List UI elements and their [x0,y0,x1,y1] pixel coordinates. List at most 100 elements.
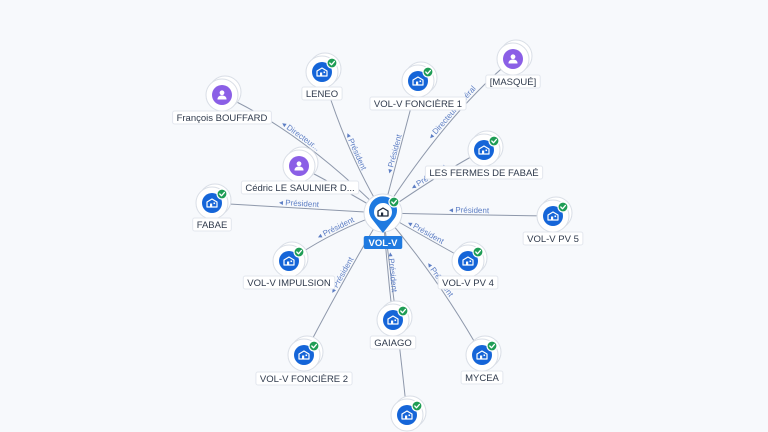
node-bottom_company[interactable] [390,395,427,432]
center-node[interactable]: VOL-V [363,193,403,249]
node-label: MYCEA [465,373,499,384]
node-label-bg [172,110,272,125]
edge-label-text: ◂ Président [406,218,446,246]
node-label-bg [192,217,232,232]
edge-label-text: ◂ Président [316,215,357,241]
nodes-layer: LENEO VOL-V FONCIÈRE 1 [MASQUÉ] François BO… [172,39,584,432]
company-avatar [279,251,299,271]
company-avatar [474,140,494,160]
node-label-bg [485,74,541,89]
verified-check-icon [411,400,423,412]
edge-label-fabae: ◂ Président [279,198,320,209]
node-cedric[interactable]: Cédric LE SAULNIER D... [240,146,360,195]
verified-check-icon [486,340,498,352]
node-volv_fonciere_1[interactable]: VOL-V FONCIÈRE 1 [369,61,467,111]
edge-label-volv_pv4: ◂ Président [406,218,446,246]
verified-check-icon [488,135,500,147]
company-avatar [408,71,428,91]
building-icon [401,410,413,420]
node-label: LES FERMES DE FABAÉ [429,168,538,179]
node-label-bg [255,371,353,386]
edge-label-volv_impulsion: ◂ Président [316,215,357,241]
node-label: VOL-V FONCIÈRE 1 [374,99,462,110]
verified-check-icon [422,66,434,78]
edge-volv_pv5 [382,212,554,217]
node-mycea[interactable]: MYCEA [460,335,504,385]
company-avatar [543,206,563,226]
node-leneo[interactable]: LENEO [301,52,343,101]
person-icon [294,161,304,171]
node-volv_pv4[interactable]: VOL-V PV 4 [437,241,499,290]
verified-check-icon [472,246,484,258]
building-icon [547,211,559,221]
verified-check-icon [397,305,409,317]
edge-label-text: ◂ Président [386,252,399,293]
building-icon [283,256,295,266]
node-fabae[interactable]: FABAE [192,183,232,232]
company-avatar [383,310,403,330]
node-label: Cédric LE SAULNIER D... [245,183,354,194]
node-label: François BOUFFARD [177,113,268,124]
building-icon [478,145,490,155]
building-icon [462,256,474,266]
node-volv_fonciere_2[interactable]: VOL-V FONCIÈRE 2 [255,335,353,386]
node-label-bg [424,165,544,180]
node-label-bg [369,96,467,111]
edge-francois [221,94,384,214]
node-label: LENEO [306,89,338,100]
building-icon [206,198,218,208]
node-label-bg [437,275,499,290]
edge-label-volv_pv5: ◂ Président [449,205,490,215]
node-label-bg [301,86,343,101]
company-avatar [472,345,492,365]
company-avatar [397,405,417,425]
edge-label-masque: ◂ Directeur général [427,84,478,141]
building-icon [298,350,310,360]
person-icon [217,90,227,100]
company-avatar [202,193,222,213]
edge-label-text: ◂ Président [279,198,320,209]
node-label-bg [460,370,504,385]
building-icon [412,76,424,86]
center-label-bg [363,236,403,249]
edge-label-text: ◂ Président [385,133,404,175]
building-icon [476,350,488,360]
node-label: VOL-V PV 4 [442,278,494,289]
edge-masque [382,58,514,214]
verified-check-icon [326,57,338,69]
node-volv_pv5[interactable]: VOL-V PV 5 [522,196,584,246]
verified-check-icon [293,246,305,258]
edge-label-text: ◂ Président [344,131,369,172]
building-icon [316,67,328,77]
building-icon [377,207,389,217]
person-icon [508,54,518,64]
node-fermes_fabae[interactable]: LES FERMES DE FABAÉ [424,130,544,180]
node-label: VOL-V PV 5 [527,234,579,245]
verified-check-icon [216,188,228,200]
node-masque[interactable]: [MASQUÉ] [485,39,541,89]
node-label: [MASQUÉ] [490,77,536,88]
verified-check-icon [557,201,569,213]
node-label-bg [522,231,584,246]
verified-check-icon [308,340,320,352]
building-icon [387,315,399,325]
edge-label-gaiago: ◂ Président [386,252,399,293]
node-label: GAIAGO [374,338,411,349]
node-label-bg [369,335,417,350]
edge-mycea [382,212,483,356]
edge-label-text: ◂ Président [449,205,490,215]
edge-fabae [211,202,384,214]
edge-label-text: ◂ Directeur général [427,84,478,141]
node-label-bg [242,275,336,290]
verified-check-icon [388,196,400,208]
center-pin-inner [374,203,392,221]
company-avatar [312,62,332,82]
node-label: VOL-V FONCIÈRE 2 [260,374,348,385]
edge-label-leneo: ◂ Président [344,131,369,172]
node-francois[interactable]: François BOUFFARD [172,75,272,125]
node-gaiago[interactable]: GAIAGO [369,300,417,350]
center-label: VOL-V [368,238,398,249]
node-volv_impulsion[interactable]: VOL-V IMPULSION [242,241,336,290]
edge-label-volv_fonciere_1: ◂ Président [385,133,404,175]
